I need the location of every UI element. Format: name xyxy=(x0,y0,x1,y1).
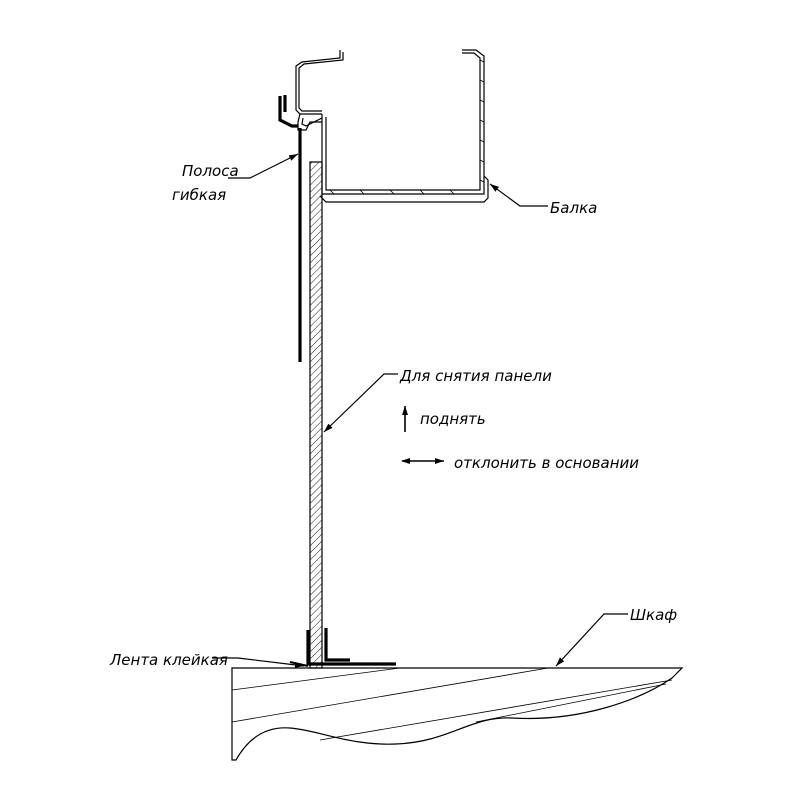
leader-cabinet xyxy=(555,613,628,667)
panel xyxy=(309,161,323,669)
flexible-strip xyxy=(278,95,302,362)
leader-panel xyxy=(323,373,398,433)
cabinet-section xyxy=(231,667,684,761)
leader-beam xyxy=(489,183,548,207)
label-tape: Лента клейкая xyxy=(109,651,228,669)
bottom-angle xyxy=(289,628,396,667)
label-cabinet: Шкаф xyxy=(630,606,677,624)
leader-tape xyxy=(212,657,305,668)
label-beam: Балка xyxy=(550,199,597,217)
label-tilt-base: отклонить в основании xyxy=(454,454,639,472)
label-strip-line2: гибкая xyxy=(172,186,226,204)
label-strip-line1: Полоса xyxy=(182,162,239,180)
leader-strip xyxy=(228,153,299,179)
beam-profile xyxy=(295,49,489,203)
label-panel-removal: Для снятия панели xyxy=(399,367,552,385)
label-lift: поднять xyxy=(420,410,486,428)
